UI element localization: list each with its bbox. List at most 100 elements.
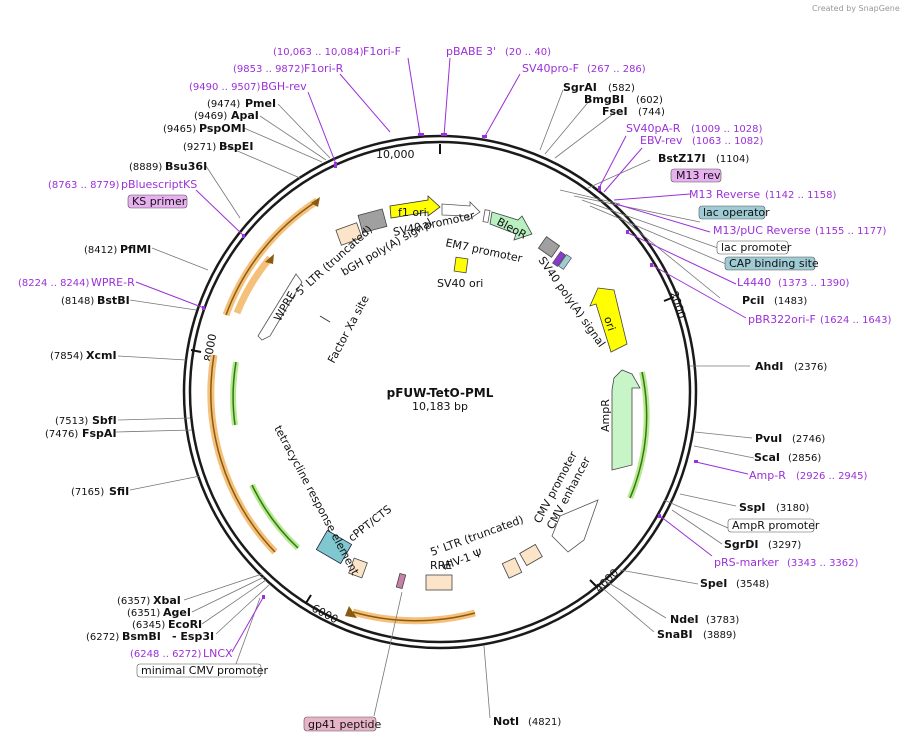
enzyme-pspomi[interactable]: PspOMI	[199, 122, 246, 135]
enzyme-spei[interactable]: SpeI	[700, 577, 727, 590]
enzyme-pvui[interactable]: PvuI	[755, 432, 782, 445]
sv40-ori-box	[453, 256, 469, 274]
enzyme-fsei-pos: (744)	[638, 107, 665, 118]
enzyme-pmei[interactable]: PmeI	[245, 97, 276, 110]
tick-label-8000: 8000	[202, 333, 220, 363]
enzyme-bsmbi-pos: (6272)	[86, 632, 119, 643]
primer-pbr322ori-f[interactable]: pBR322ori-F	[748, 313, 816, 326]
gp41-box[interactable]	[303, 716, 377, 732]
enzyme-agei-pos: (6351)	[127, 608, 160, 619]
primer-marks	[202, 133, 698, 599]
enzyme-noti-pos: (4821)	[528, 717, 561, 728]
tick-label-6000: 6000	[309, 602, 340, 627]
enzyme-sbfi[interactable]: SbfI	[92, 414, 117, 427]
primer-sv40pro-f[interactable]: SV40pro-F	[522, 62, 579, 75]
tick-mark-6000	[305, 594, 312, 604]
primer-pbabe3[interactable]: pBABE 3'	[446, 45, 496, 58]
enzyme-sgrai-pos: (582)	[608, 83, 635, 94]
enzyme-sspi[interactable]: SspI	[739, 501, 765, 514]
enzyme-bmgbi[interactable]: BmgBI	[584, 93, 624, 106]
enzyme-ecori[interactable]: EcoRI	[168, 618, 202, 631]
enzyme-sgrai[interactable]: SgrAI	[563, 81, 597, 94]
enzyme-fsei[interactable]: FseI	[602, 105, 628, 118]
enzyme-bstz17i[interactable]: BstZ17I	[658, 152, 706, 165]
enzyme-pcii[interactable]: PciI	[742, 294, 764, 307]
primer-f1ori-f[interactable]: F1ori-F	[363, 45, 401, 58]
cap-site-box[interactable]	[724, 256, 816, 271]
primer-m13puc-reverse[interactable]: M13/pUC Reverse	[713, 224, 811, 237]
primer-prs-marker[interactable]: pRS-marker	[714, 556, 779, 569]
orf-arc-bottom-line	[352, 611, 476, 622]
lac-promoter-box[interactable]	[716, 240, 789, 255]
enzyme-bstbi-pos: (8148)	[61, 296, 94, 307]
primer-prs-marker-range: (3343 .. 3362)	[787, 558, 859, 569]
primer-amp-r[interactable]: Amp-R	[749, 469, 786, 482]
cppt-box	[348, 557, 368, 579]
primer-l4440[interactable]: L4440	[737, 276, 771, 289]
f1-ori-label: f1 ori	[398, 206, 427, 219]
primer-lncx[interactable]: LNCX	[203, 647, 233, 660]
enzyme-xcmi[interactable]: XcmI	[86, 349, 117, 362]
orf-arrowhead-2	[265, 254, 274, 264]
enzyme-sgrdi[interactable]: SgrDI	[724, 538, 758, 551]
enzyme-pflmi[interactable]: PflMI	[120, 243, 151, 256]
purple-bar	[552, 251, 566, 267]
enzyme-ahdi-pos: (2376)	[794, 362, 827, 373]
grey-feature-box	[357, 208, 388, 234]
min-cmv-box[interactable]	[136, 663, 262, 678]
tre-label: tetracycline response element	[271, 423, 361, 578]
lac-operator-box[interactable]	[698, 205, 766, 220]
enzyme-scai[interactable]: ScaI	[754, 451, 780, 464]
primer-m13-reverse[interactable]: M13 Reverse	[689, 188, 760, 201]
primer-pbluescriptks[interactable]: pBluescriptKS	[121, 178, 197, 191]
sv40-promoter-arrow	[441, 201, 481, 221]
primer-pbabe3-range: (20 .. 40)	[505, 47, 551, 58]
enzyme-sfii[interactable]: SfiI	[109, 485, 129, 498]
tick-label-4000: 4000	[592, 566, 621, 595]
primer-bgh-rev[interactable]: BGH-rev	[261, 80, 307, 93]
primer-lncx-range: (6248 .. 6272)	[130, 649, 202, 660]
primer-m13-reverse-range: (1142 .. 1158)	[765, 190, 837, 201]
wpre-arrow	[257, 273, 303, 341]
orf-arrowhead-3	[345, 606, 357, 618]
enzyme-bspei[interactable]: BspEI	[219, 140, 253, 153]
tick-label-10000: 10,000	[376, 148, 415, 161]
enzyme-apai[interactable]: ApaI	[231, 109, 259, 122]
enzyme-ahdi[interactable]: AhdI	[755, 360, 783, 373]
ampr-promoter-box[interactable]	[727, 518, 815, 533]
bleor-arrow	[489, 211, 533, 241]
ampr-label: AmpR	[599, 399, 612, 432]
enzyme-ecori-pos: (6345)	[132, 620, 165, 631]
enzyme-fspai-pos: (7476)	[45, 429, 78, 440]
lac-operator-label: lac operator	[703, 206, 770, 219]
enzyme-bstbi[interactable]: BstBI	[97, 294, 130, 307]
plasmid-name: pFUW-TetO-PML	[387, 386, 494, 400]
primer-f1ori-r[interactable]: F1ori-R	[304, 62, 344, 75]
cap-site-label: CAP binding site	[729, 257, 819, 270]
enzyme-xbai[interactable]: XbaI	[153, 594, 181, 607]
primer-sv40pa-r[interactable]: SV40pA-R	[626, 122, 681, 135]
enzyme-bspei-pos: (9271)	[183, 142, 216, 153]
ampr-arrow	[611, 369, 641, 471]
enzyme-labels-left: (9474) PmeI (9469) ApaI (9465) PspOMI (9…	[45, 97, 276, 643]
primer-wpre-r[interactable]: WPRE-R	[91, 276, 135, 289]
enzyme-snabi[interactable]: SnaBI	[657, 628, 693, 641]
primer-l4440-range: (1373 .. 1390)	[778, 278, 850, 289]
primer-wpre-r-range: (8224 .. 8244)	[18, 278, 90, 289]
m13-rev-box[interactable]	[670, 168, 722, 183]
ks-primer-box[interactable]	[127, 194, 188, 209]
enzyme-fspai[interactable]: FspAI	[82, 427, 117, 440]
enzyme-bsu36i[interactable]: Bsu36I	[165, 160, 207, 173]
enzyme-bstz17i-pos: (1104)	[716, 154, 749, 165]
orf-arc-left-line	[210, 354, 276, 553]
enzyme-bsmbi[interactable]: BsmBI	[122, 630, 161, 643]
enzyme-xcmi-pos: (7854)	[50, 351, 83, 362]
enzyme-noti[interactable]: NotI	[493, 715, 519, 728]
primer-labels: (10,063 .. 10,084) F1ori-F pBABE 3' (20 …	[18, 45, 892, 660]
enzyme-esp3i[interactable]: - Esp3I	[172, 630, 214, 643]
enzyme-agei[interactable]: AgeI	[163, 606, 191, 619]
enzyme-xbai-pos: (6357)	[117, 596, 150, 607]
primer-ebv-rev[interactable]: EBV-rev	[640, 134, 683, 147]
enzyme-ndei[interactable]: NdeI	[670, 613, 699, 626]
